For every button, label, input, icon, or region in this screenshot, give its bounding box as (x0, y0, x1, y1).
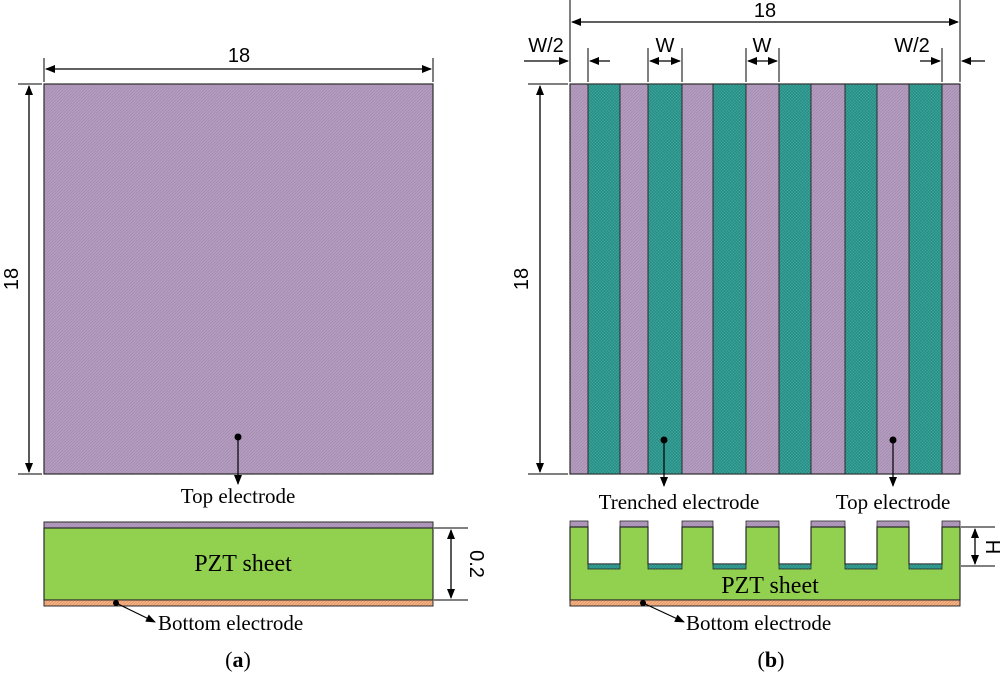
trench-floor-electrode (587, 563, 621, 570)
trench-floor-electrode (712, 563, 747, 570)
top-electrode-pad (569, 520, 589, 528)
panel-b-dim-w2: W (745, 35, 780, 82)
top-electrode-pad (681, 520, 714, 528)
panel-a: 18 18 Top electrode PZT sheet (1, 45, 487, 672)
top-electrode-pad (941, 520, 961, 528)
panel-a-bottom-electrode (43, 599, 434, 607)
panel-a-top-dimension: 18 (43, 45, 434, 82)
panel-a-bottom-electrode-label: Bottom electrode (158, 611, 303, 635)
top-electrode-pad (876, 520, 910, 528)
panel-b-height-dimension: H (961, 526, 1000, 567)
panel-b-top-dimension: 18 (569, 0, 961, 82)
panel-b-dim-w1-label: W (656, 35, 675, 57)
panel-b-dim-half-left-label: W/2 (528, 35, 564, 57)
panel-b-top-electrode-plate (569, 83, 961, 475)
panel-b-dim-half-left: W/2 (524, 35, 610, 82)
panel-b-trenched-electrode-pointer (660, 436, 668, 487)
panel-a-thickness-label: 0.2 (465, 550, 487, 578)
panel-a-section-top-electrode (43, 521, 434, 529)
trench-stripe (778, 83, 812, 475)
panel-a-top-electrode-label: Top electrode (181, 484, 296, 508)
panel-b-trench-stripes (587, 83, 943, 475)
panel-a-side-dim-label: 18 (1, 268, 23, 290)
panel-a-thickness-dimension: 0.2 (434, 527, 487, 601)
panel-a-top-electrode-plate (43, 83, 434, 475)
panel-a-pzt-label: PZT sheet (194, 551, 292, 577)
trench-stripe (712, 83, 747, 475)
panel-b-bottom-electrode-label: Bottom electrode (686, 611, 831, 635)
top-electrode-pad (810, 520, 846, 528)
panel-b-caption: (b) (758, 647, 785, 672)
panel-b-dim-w2-label: W (753, 35, 772, 57)
panel-a-pzt-sheet (43, 527, 434, 601)
trench-floor-electrode (844, 563, 878, 570)
panel-a-top-dim-label: 18 (228, 45, 250, 67)
trench-floor-electrode (908, 563, 943, 570)
panel-a-caption: (a) (225, 647, 251, 672)
panel-b-side-dim-label: 18 (511, 268, 533, 290)
panel-b-side-dimension: 18 (511, 83, 568, 475)
top-electrode-pad (745, 520, 780, 528)
panel-b-trenched-electrode-label: Trenched electrode (599, 490, 760, 514)
top-electrode-pad (619, 520, 649, 528)
trench-stripe (587, 83, 621, 475)
panel-a-bottom-electrode-pointer (113, 600, 156, 623)
trench-floor-electrode (778, 563, 812, 570)
panel-b-dim-half-right-label: W/2 (894, 35, 930, 57)
trench-stripe (647, 83, 683, 475)
panel-b-height-label: H (981, 540, 1000, 554)
panel-b-top-dim-label: 18 (754, 0, 776, 22)
panel-b-bottom-electrode (569, 599, 961, 607)
trench-floor-electrode (647, 563, 683, 570)
panel-b: 18 W/2 W W W/2 (511, 0, 1000, 672)
panel-b-dim-w1: W (647, 35, 683, 82)
panel-a-cross-section: PZT sheet (43, 521, 434, 607)
panel-b-bottom-electrode-pointer (640, 600, 685, 623)
panel-b-dim-half-right: W/2 (894, 35, 985, 82)
panel-b-top-electrode-pointer (889, 436, 897, 487)
panel-b-cross-section: PZT sheet (569, 520, 961, 607)
panel-a-side-dimension: 18 (1, 83, 42, 475)
trench-stripe (908, 83, 943, 475)
panel-b-pzt-label: PZT sheet (721, 573, 819, 599)
panel-a-top-electrode-pointer (234, 433, 242, 485)
trench-stripe (844, 83, 878, 475)
panel-b-top-electrode-label: Top electrode (836, 490, 951, 514)
